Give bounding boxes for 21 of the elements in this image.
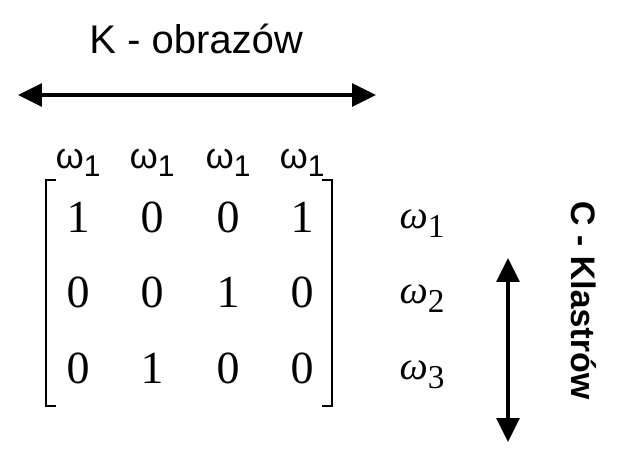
column-label: ω$_{1}$ <box>280 138 324 182</box>
matrix-entry: 1 <box>66 194 90 240</box>
matrix-entry: 0 <box>216 345 240 391</box>
matrix-entry: 0 <box>290 269 314 315</box>
matrix-entry: 0 <box>66 269 90 315</box>
column-label: ω$_{1}$ <box>206 138 250 182</box>
row-label: ω$_{3}$ <box>400 346 444 394</box>
matrix-entry: 0 <box>66 345 90 391</box>
matrix-entry: 0 <box>290 345 314 391</box>
matrix-entry: 0 <box>140 194 164 240</box>
matrix-entry: 0 <box>140 269 164 315</box>
column-label: ω$_{1}$ <box>130 138 174 182</box>
matrix-entry: 0 <box>216 194 240 240</box>
row-label: ω$_{1}$ <box>400 194 444 244</box>
column-label: ω$_{1}$ <box>56 138 100 182</box>
matrix-entry: 1 <box>216 269 240 315</box>
matrix-entry: 1 <box>140 345 164 391</box>
matrix-entry: 1 <box>290 194 314 240</box>
axis-label: C - Klastrów <box>565 200 599 400</box>
axis-label: K - obrazów <box>89 20 303 60</box>
row-label: ω$_{2}$ <box>400 270 444 318</box>
